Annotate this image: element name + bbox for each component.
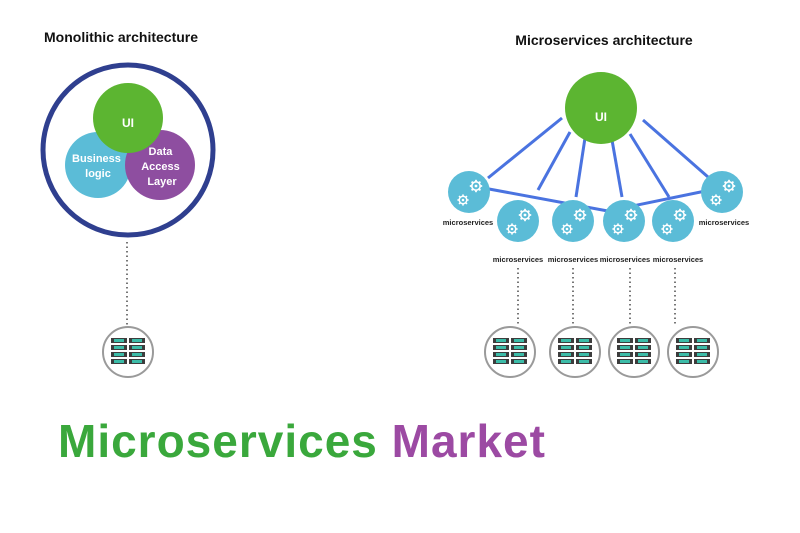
microservices-title: Microservices architecture [515, 32, 693, 48]
monolith-ring [40, 62, 216, 238]
data-access-line-2: Access [141, 161, 180, 173]
database-node-3 [608, 326, 660, 378]
microservice-node-1: microservices [443, 171, 493, 227]
database-node-4 [667, 326, 719, 378]
data-access-layer-label: Data Access Layer [141, 146, 183, 188]
microservices-ui-label: UI [595, 110, 607, 124]
monolith-ui-circle [93, 83, 163, 153]
microservice-node-2: microservices [493, 200, 543, 264]
microservice-node-3: microservices [548, 200, 598, 264]
microservice-label-6: microservices [699, 218, 749, 227]
monolith-database [102, 326, 154, 378]
microservice-node-4: microservices [600, 200, 650, 264]
banner-title: Microservices Market [58, 414, 546, 468]
microservice-label-3: microservices [548, 255, 598, 264]
monolith-ui-label: UI [122, 116, 134, 130]
microservice-label-4: microservices [600, 255, 650, 264]
database-node-2 [549, 326, 601, 378]
banner-word-market: Market [391, 415, 546, 467]
business-logic-label: Business logic [72, 153, 124, 180]
banner-word-microservices: Microservices [58, 415, 378, 467]
database-connectors [517, 268, 676, 326]
data-access-line-3: Layer [147, 176, 177, 188]
microservice-label-1: microservices [443, 218, 493, 227]
server-rack-icon [110, 336, 146, 368]
microservice-label-5: microservices [653, 255, 703, 264]
server-rack-icon [557, 336, 593, 368]
monolith-title: Monolithic architecture [44, 29, 198, 45]
server-rack-icon [492, 336, 528, 368]
microservice-node-6: microservices [699, 171, 749, 227]
business-logic-line-2: logic [85, 168, 111, 180]
microservice-label-2: microservices [493, 255, 543, 264]
microservices-ui-node: UI [565, 72, 637, 144]
database-node-1 [484, 326, 536, 378]
microservice-node-5: microservices [652, 200, 703, 264]
data-access-line-1: Data [149, 146, 174, 158]
business-logic-line-1: Business [72, 153, 121, 165]
server-rack-icon [675, 336, 711, 368]
server-rack-icon [616, 336, 652, 368]
